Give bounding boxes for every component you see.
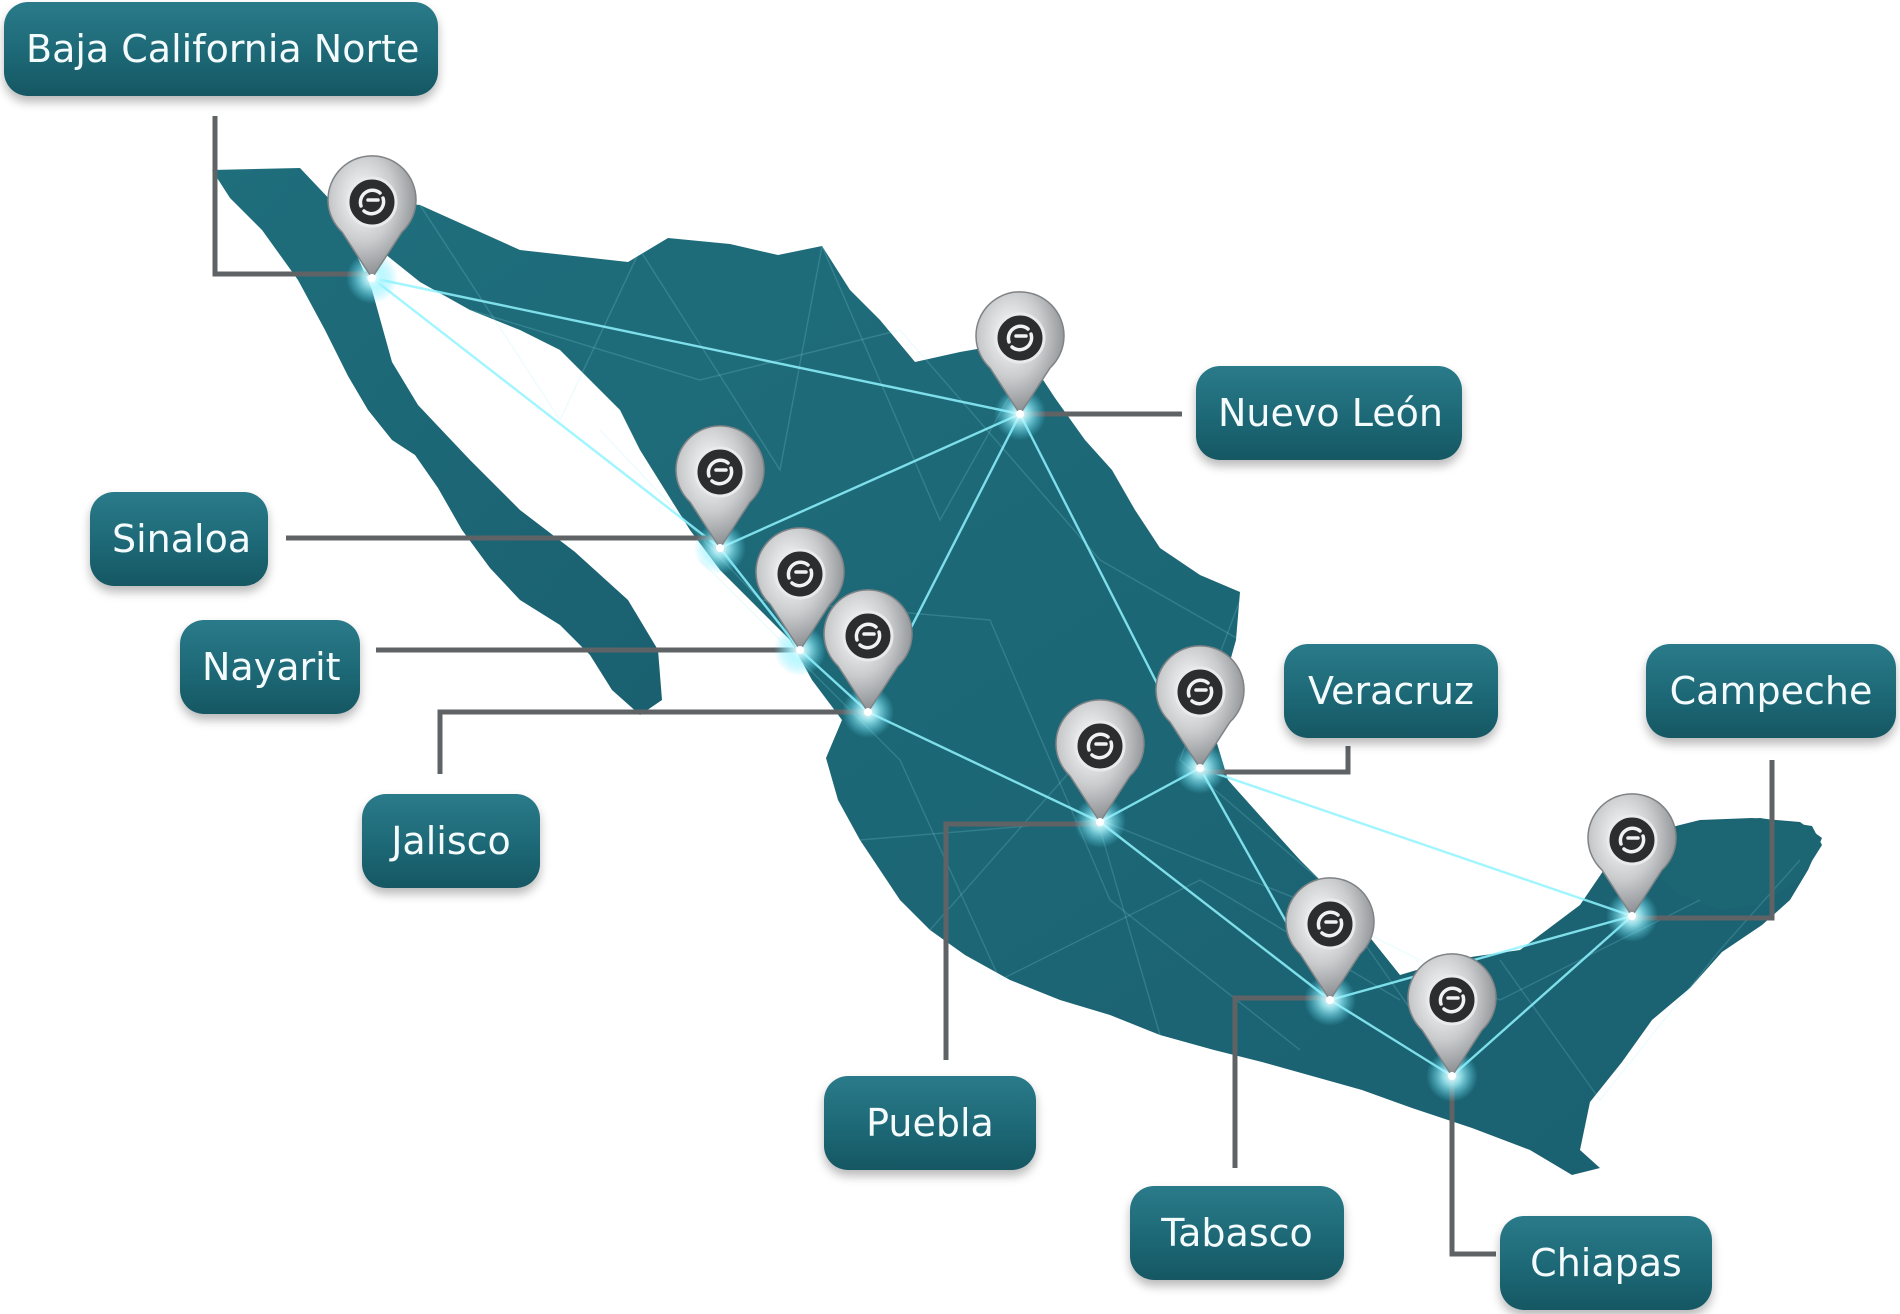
pins-layer bbox=[327, 155, 1677, 1102]
connector-chiapas bbox=[1449, 1078, 1496, 1257]
baja-peninsula bbox=[212, 168, 662, 715]
pin-nayarit[interactable] bbox=[755, 527, 845, 676]
pin-tip-sparkle bbox=[1196, 764, 1204, 772]
pin-tip-sparkle bbox=[368, 274, 376, 282]
mainland bbox=[330, 195, 1822, 1175]
label-baja-california-norte[interactable]: Baja California Norte bbox=[4, 2, 438, 96]
pin-tip-sparkle bbox=[796, 646, 804, 654]
pin-logo-disc bbox=[346, 176, 398, 228]
pin-tip-sparkle bbox=[1326, 996, 1334, 1004]
connector-veracruz bbox=[1200, 746, 1351, 775]
pin-sinaloa[interactable] bbox=[675, 425, 765, 574]
network-link-baja-california-norte-sinaloa bbox=[371, 277, 721, 549]
network-link-baja-california-norte-nuevo-leon bbox=[371, 276, 1021, 416]
pin-jalisco[interactable] bbox=[823, 589, 913, 738]
brand-logo-icon bbox=[706, 458, 734, 486]
pin-veracruz[interactable] bbox=[1155, 645, 1245, 794]
pin-logo-disc bbox=[1426, 974, 1478, 1026]
brand-logo-icon bbox=[1316, 910, 1344, 938]
pin-logo-disc bbox=[774, 548, 826, 600]
label-campeche[interactable]: Campeche bbox=[1646, 644, 1896, 738]
network-link-jalisco-puebla bbox=[867, 710, 1101, 824]
pin-tip-sparkle bbox=[1016, 410, 1024, 418]
pin-nuevo-leon[interactable] bbox=[975, 291, 1065, 440]
pin-logo-disc bbox=[1174, 666, 1226, 718]
pin-tip-sparkle bbox=[716, 544, 724, 552]
pin-chiapas[interactable] bbox=[1407, 953, 1497, 1102]
brand-logo-icon bbox=[358, 188, 386, 216]
network-link-chiapas-campeche bbox=[1451, 915, 1633, 1077]
connector-baja-california-norte bbox=[212, 116, 372, 277]
connector-puebla bbox=[943, 821, 1100, 1060]
label-jalisco[interactable]: Jalisco bbox=[362, 794, 540, 888]
network-link-sinaloa-nuevo-leon bbox=[719, 412, 1021, 550]
pin-tip-sparkle bbox=[1096, 818, 1104, 826]
pin-logo-disc bbox=[994, 312, 1046, 364]
network-link-puebla-tabasco bbox=[1099, 821, 1331, 1001]
pin-tip-sparkle bbox=[1628, 912, 1636, 920]
brand-logo-icon bbox=[1438, 986, 1466, 1014]
connector-jalisco bbox=[437, 709, 868, 774]
label-connectors bbox=[212, 116, 1775, 1257]
brand-logo-icon bbox=[1618, 826, 1646, 854]
label-nayarit[interactable]: Nayarit bbox=[180, 620, 360, 714]
yucatan-peninsula bbox=[1640, 818, 1822, 910]
pin-logo-disc bbox=[1074, 720, 1126, 772]
label-chiapas[interactable]: Chiapas bbox=[1500, 1216, 1712, 1310]
label-puebla[interactable]: Puebla bbox=[824, 1076, 1036, 1170]
brand-logo-icon bbox=[854, 622, 882, 650]
pin-tip-sparkle bbox=[1448, 1072, 1456, 1080]
pin-logo-disc bbox=[1304, 898, 1356, 950]
pin-tabasco[interactable] bbox=[1285, 877, 1375, 1026]
pin-campeche[interactable] bbox=[1587, 793, 1677, 942]
label-veracruz[interactable]: Veracruz bbox=[1284, 644, 1498, 738]
brand-logo-icon bbox=[1086, 732, 1114, 760]
brand-logo-icon bbox=[1186, 678, 1214, 706]
pin-logo-disc bbox=[842, 610, 894, 662]
connector-tabasco bbox=[1232, 995, 1330, 1168]
label-sinaloa[interactable]: Sinaloa bbox=[90, 492, 268, 586]
brand-logo-icon bbox=[1006, 324, 1034, 352]
pin-logo-disc bbox=[1606, 814, 1658, 866]
network-link-veracruz-campeche bbox=[1199, 766, 1633, 918]
pin-logo-disc bbox=[694, 446, 746, 498]
pin-tip-sparkle bbox=[864, 708, 872, 716]
pin-puebla[interactable] bbox=[1055, 699, 1145, 848]
label-tabasco[interactable]: Tabasco bbox=[1130, 1186, 1344, 1280]
network-link-tabasco-campeche bbox=[1329, 914, 1633, 1002]
label-nuevo-leon[interactable]: Nuevo León bbox=[1196, 366, 1462, 460]
brand-logo-icon bbox=[786, 560, 814, 588]
network-links bbox=[371, 276, 1633, 1078]
connector-campeche bbox=[1632, 760, 1775, 921]
pin-baja-california-norte[interactable] bbox=[327, 155, 417, 304]
